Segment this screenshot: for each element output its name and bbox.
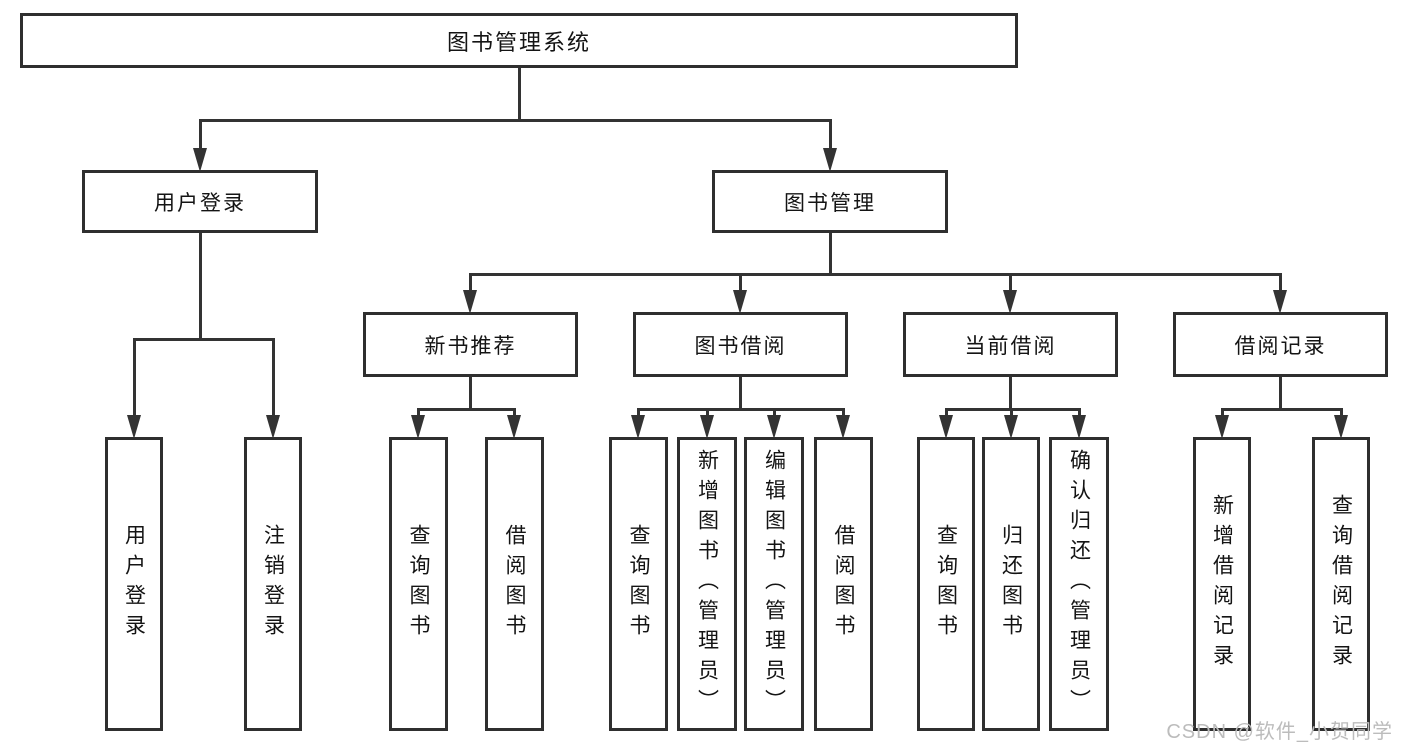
node-label-newrec: 新书推荐 — [424, 334, 517, 358]
edge-shaft-records — [1279, 273, 1282, 290]
edge-shaft-bb-edit — [772, 408, 776, 415]
node-label-bb-add: 新增图书（管理员） — [695, 449, 719, 719]
edge-stem-bookmgmt — [828, 233, 832, 276]
node-current: 当前借阅 — [903, 312, 1118, 377]
edge-stem-login — [198, 233, 202, 341]
node-label-cb-return: 归还图书 — [999, 524, 1023, 644]
edge-shaft-logout — [271, 338, 275, 415]
node-nr-query: 查询图书 — [389, 437, 448, 731]
arrow-down-icon-bb-borrow — [836, 415, 850, 439]
edge-stem-newrec — [469, 377, 472, 411]
node-newrec: 新书推荐 — [363, 312, 578, 377]
edge-bar-records — [1220, 408, 1343, 411]
node-label-bookmgmt: 图书管理 — [784, 191, 876, 215]
edge-shaft-newrec — [469, 273, 472, 290]
node-bookmgmt: 图书管理 — [712, 170, 948, 233]
node-label-current: 当前借阅 — [964, 334, 1057, 358]
edge-shaft-current — [1009, 273, 1012, 290]
arrow-down-icon-records — [1273, 290, 1287, 314]
node-label-cb-confirm: 确认归还（管理员） — [1067, 449, 1091, 719]
csdn-watermark: CSDN @软件_小贺同学 — [1166, 721, 1393, 743]
node-label-logout: 注销登录 — [261, 524, 285, 644]
edge-bar-bookmgmt — [469, 273, 1282, 276]
node-records: 借阅记录 — [1173, 312, 1388, 377]
node-label-root: 图书管理系统 — [446, 29, 591, 55]
arrow-down-icon-bb-add — [699, 415, 714, 439]
arrow-down-icon-cb-return — [1003, 415, 1018, 439]
node-bb-edit: 编辑图书（管理员） — [744, 437, 804, 731]
edge-stem-records — [1279, 377, 1282, 411]
edge-stem-current — [1009, 377, 1012, 411]
node-br-add: 新增借阅记录 — [1193, 437, 1251, 731]
arrow-down-icon-bookmgmt — [822, 148, 837, 172]
node-login: 用户登录 — [82, 170, 318, 233]
edge-shaft-cb-return — [1009, 408, 1013, 415]
node-user-login: 用户登录 — [105, 437, 163, 731]
edge-bar-root — [198, 119, 832, 122]
node-br-query: 查询借阅记录 — [1312, 437, 1370, 731]
node-root: 图书管理系统 — [20, 13, 1018, 68]
edge-bar-borrow — [637, 408, 845, 411]
node-label-br-add: 新增借阅记录 — [1210, 494, 1234, 674]
arrow-down-icon-cb-query — [938, 415, 953, 439]
edge-shaft-bb-add — [705, 408, 709, 415]
arrow-down-icon-login — [192, 148, 207, 172]
node-borrow: 图书借阅 — [633, 312, 848, 377]
arrow-down-icon-cb-confirm — [1071, 415, 1086, 439]
arrow-down-icon-bb-edit — [766, 415, 781, 439]
node-cb-confirm: 确认归还（管理员） — [1049, 437, 1109, 731]
node-label-br-query: 查询借阅记录 — [1329, 494, 1353, 674]
edge-bar-current — [944, 408, 1081, 411]
arrow-down-icon-br-add — [1214, 415, 1229, 439]
edge-shaft-bb-query — [637, 408, 640, 415]
edge-shaft-br-add — [1220, 408, 1224, 415]
node-nr-borrow: 借阅图书 — [485, 437, 544, 731]
arrow-down-icon-logout — [265, 415, 280, 439]
node-label-borrow: 图书借阅 — [694, 334, 787, 358]
node-bb-query: 查询图书 — [609, 437, 668, 731]
arrow-down-icon-nr-query — [411, 415, 425, 439]
node-bb-add: 新增图书（管理员） — [677, 437, 737, 731]
node-bb-borrow: 借阅图书 — [814, 437, 873, 731]
node-label-login: 用户登录 — [154, 191, 246, 215]
node-label-bb-query: 查询图书 — [627, 524, 650, 644]
node-label-nr-query: 查询图书 — [407, 524, 430, 644]
node-cb-return: 归还图书 — [982, 437, 1040, 731]
edge-shaft-cb-confirm — [1077, 408, 1081, 415]
node-cb-query: 查询图书 — [917, 437, 975, 731]
edge-shaft-nr-borrow — [513, 408, 516, 415]
arrow-down-icon-bb-query — [631, 415, 645, 439]
edge-shaft-user-login — [132, 338, 136, 415]
arrow-down-icon-br-query — [1333, 415, 1348, 439]
edge-bar-login — [132, 338, 275, 341]
node-label-bb-edit: 编辑图书（管理员） — [762, 449, 786, 719]
arrow-down-icon-nr-borrow — [507, 415, 521, 439]
node-label-user-login: 用户登录 — [122, 524, 146, 644]
edge-shaft-login — [198, 119, 202, 148]
edge-shaft-bookmgmt — [828, 119, 832, 148]
arrow-down-icon-current — [1003, 290, 1017, 314]
edge-shaft-bb-borrow — [842, 408, 845, 415]
node-label-nr-borrow: 借阅图书 — [503, 524, 526, 644]
edge-bar-newrec — [417, 408, 516, 411]
node-label-cb-query: 查询图书 — [934, 524, 958, 644]
node-label-bb-borrow: 借阅图书 — [832, 524, 855, 644]
node-label-records: 借阅记录 — [1234, 334, 1327, 358]
arrow-down-icon-borrow — [733, 290, 747, 314]
edge-shaft-br-query — [1339, 408, 1343, 415]
edge-stem-root — [517, 68, 521, 122]
edge-stem-borrow — [739, 377, 742, 411]
arrow-down-icon-newrec — [463, 290, 477, 314]
arrow-down-icon-user-login — [126, 415, 141, 439]
edge-shaft-nr-query — [417, 408, 420, 415]
node-logout: 注销登录 — [244, 437, 302, 731]
edge-shaft-borrow — [739, 273, 742, 290]
edge-shaft-cb-query — [944, 408, 948, 415]
